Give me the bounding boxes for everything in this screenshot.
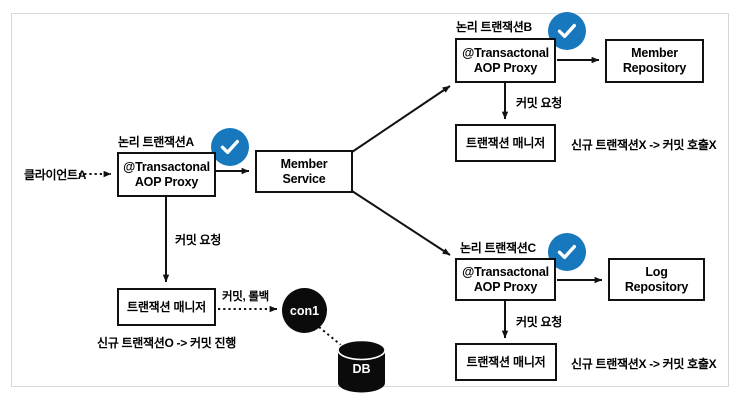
connection-con1-label: con1 — [289, 303, 320, 318]
database-label: DB — [352, 362, 371, 376]
logical-tx-b-note: 신규 트랜잭션X -> 커밋 호출X — [571, 138, 717, 152]
logical-tx-a-caption: 논리 트랜잭션A — [118, 135, 194, 149]
member-service-box[interactable]: Member Service — [255, 150, 353, 193]
client-label: 클라이언트A — [24, 168, 87, 182]
aop-proxy-b-box[interactable]: @Transactonal AOP Proxy — [455, 38, 556, 83]
tx-manager-a-box[interactable]: 트랜잭션 매니저 — [117, 288, 216, 326]
aop-proxy-c-box[interactable]: @Transactonal AOP Proxy — [455, 258, 556, 301]
log-repository-label: Log Repository — [624, 264, 689, 294]
tx-manager-c-label: 트랜잭션 매니저 — [466, 354, 546, 369]
member-service-label: Member Service — [280, 156, 328, 186]
logical-tx-c-caption: 논리 트랜잭션C — [460, 241, 536, 255]
edge-con1-to-db — [318, 326, 348, 351]
aop-proxy-c-label: @Transactonal AOP Proxy — [462, 264, 549, 294]
check-circle-icon — [211, 128, 249, 166]
tx-manager-b-box[interactable]: 트랜잭션 매니저 — [455, 124, 556, 162]
connection-con1: con1 — [282, 288, 327, 333]
member-repository-label: Member Repository — [622, 46, 687, 75]
aop-proxy-a-box[interactable]: @Transactonal AOP Proxy — [117, 152, 216, 197]
edge-member-service-to-proxy-c — [351, 190, 451, 256]
tx-manager-c-box[interactable]: 트랜잭션 매니저 — [455, 343, 557, 381]
commit-request-a-label: 커밋 요청 — [175, 233, 221, 247]
commit-request-b-label: 커밋 요청 — [516, 96, 562, 110]
log-repository-box[interactable]: Log Repository — [608, 258, 705, 301]
commit-request-c-label: 커밋 요청 — [516, 315, 562, 329]
commit-rollback-label: 커밋, 롤백 — [222, 291, 269, 303]
aop-proxy-a-label: @Transactonal AOP Proxy — [123, 159, 210, 189]
logical-tx-c-note: 신규 트랜잭션X -> 커밋 호출X — [571, 357, 717, 371]
database-cylinder: DB — [337, 339, 386, 393]
logical-tx-a-note: 신규 트랜잭션O -> 커밋 진행 — [97, 336, 236, 350]
logical-tx-b-caption: 논리 트랜잭션B — [456, 20, 532, 34]
aop-proxy-b-label: @Transactonal AOP Proxy — [462, 45, 549, 75]
member-repository-box[interactable]: Member Repository — [605, 39, 704, 83]
tx-manager-b-label: 트랜잭션 매니저 — [465, 135, 545, 150]
tx-manager-a-label: 트랜잭션 매니저 — [126, 299, 206, 314]
edge-member-service-to-proxy-b — [351, 85, 451, 153]
